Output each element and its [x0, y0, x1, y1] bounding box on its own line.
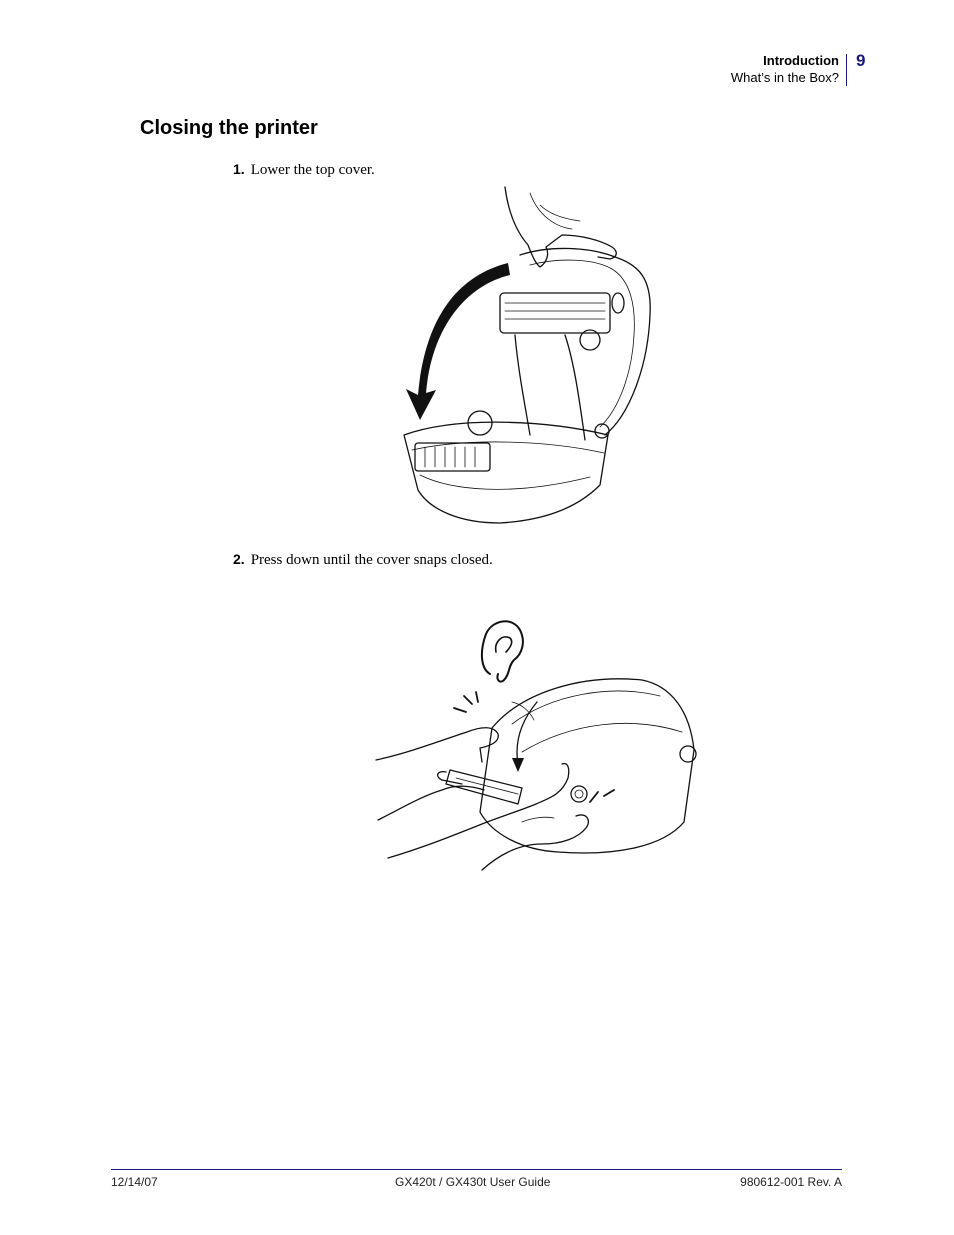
footer-guide-title: GX420t / GX430t User Guide [395, 1175, 551, 1189]
ear-icon [480, 620, 524, 683]
page-title: Closing the printer [140, 117, 318, 139]
step-1-number: 1. [233, 161, 245, 177]
step-2: 2. Press down until the cover snaps close… [233, 551, 493, 569]
header-divider [846, 54, 847, 86]
press-arrow-icon [512, 758, 524, 772]
step-2-number: 2. [233, 551, 245, 567]
figure-press-closed [375, 620, 697, 871]
printer-base [403, 421, 609, 524]
page-number: 9 [856, 51, 866, 70]
closed-printer [479, 678, 695, 854]
step-1: 1. Lower the top cover. [233, 161, 375, 179]
footer-divider [111, 1169, 842, 1170]
hand-outline [504, 186, 617, 268]
step-2-text: Press down until the cover snaps closed. [250, 552, 493, 568]
printhead-assembly [499, 292, 611, 334]
left-hand [375, 727, 499, 763]
header-subsection: What’s in the Box? [730, 70, 839, 85]
open-cover [519, 247, 651, 436]
header-section: Introduction [763, 53, 839, 68]
right-hand [387, 762, 570, 859]
footer-date: 12/14/07 [111, 1175, 158, 1189]
step-1-text: Lower the top cover. [250, 162, 375, 178]
arrow-down-icon [406, 263, 510, 420]
footer-part-number: 980612-001 Rev. A [740, 1175, 842, 1189]
running-header: Introduction What’s in the Box? [731, 52, 839, 86]
figure-lower-cover [403, 186, 651, 524]
click-sound-icon [453, 691, 479, 713]
